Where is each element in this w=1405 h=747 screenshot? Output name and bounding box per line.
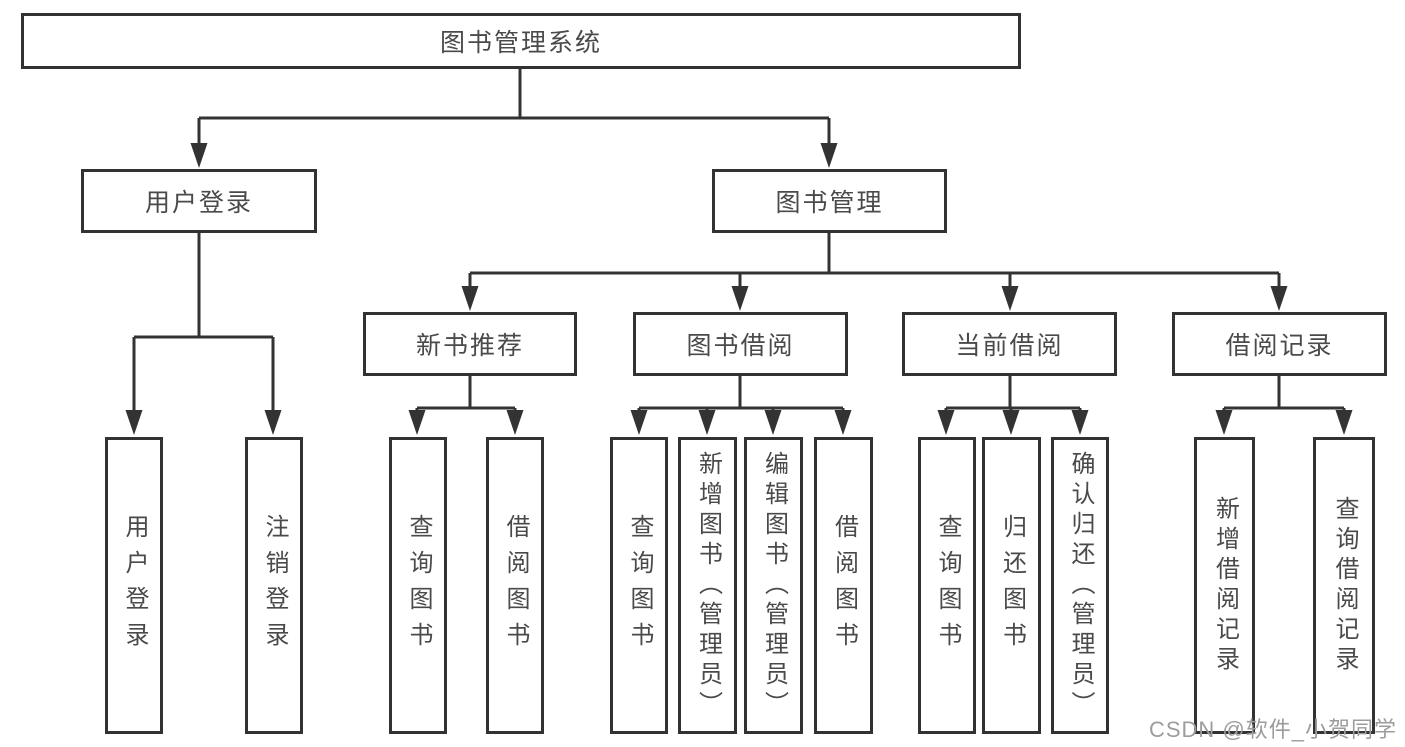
leaf-user-login: 用户登录 — [105, 437, 163, 734]
node-borrow-records: 借阅记录 — [1172, 312, 1387, 376]
connector-line — [468, 233, 1281, 287]
node-book-management: 图书管理 — [712, 169, 947, 233]
node-book-borrow-label: 图书借阅 — [686, 332, 795, 360]
connector-borrow-records — [1215, 376, 1353, 435]
leaf-borrow-books-recommend: 借阅图书 — [486, 437, 544, 734]
arrowhead — [1001, 286, 1019, 311]
leaf-return-book-label: 归还图书 — [998, 513, 1026, 658]
arrowhead — [698, 410, 716, 435]
leaf-borrow-books-recommend-label: 借阅图书 — [502, 513, 529, 658]
leaf-query-books-current-label: 查询图书 — [934, 513, 961, 658]
arrowhead — [630, 410, 648, 435]
arrowhead — [1270, 286, 1288, 311]
arrowhead — [264, 410, 282, 435]
leaf-logout-label: 注销登录 — [261, 513, 288, 658]
node-root-label: 图书管理系统 — [439, 29, 602, 57]
leaf-borrow-books: 借阅图书 — [814, 437, 873, 734]
leaf-return-book: 归还图书 — [982, 437, 1041, 734]
leaf-query-books-recommend: 查询图书 — [389, 437, 447, 734]
arrowhead — [190, 143, 208, 168]
csdn-watermark: CSDN @软件_小贺同学 — [1148, 717, 1397, 742]
node-user-login: 用户登录 — [81, 169, 317, 233]
connector-root — [190, 69, 838, 168]
leaf-confirm-return-admin: 确认归还（管理员） — [1051, 437, 1109, 734]
leaf-query-books-borrow: 查询图书 — [610, 437, 668, 734]
arrowhead — [834, 410, 852, 435]
leaf-confirm-return-admin-label: 确认归还（管理员） — [1067, 450, 1094, 721]
connector-book-borrow — [630, 376, 852, 435]
arrowhead — [1335, 410, 1353, 435]
leaf-query-books-current: 查询图书 — [918, 437, 976, 734]
leaf-add-book-admin: 新增图书（管理员） — [678, 437, 737, 734]
leaf-add-book-admin-label: 新增图书（管理员） — [694, 450, 722, 721]
connector-line — [132, 233, 275, 411]
leaf-logout: 注销登录 — [245, 437, 303, 734]
connector-user-login — [125, 233, 282, 435]
connector-new-book-recommend — [408, 376, 524, 435]
connector-line — [415, 376, 517, 411]
arrowhead — [461, 286, 479, 311]
node-book-borrow: 图书借阅 — [633, 312, 848, 376]
arrowhead — [937, 410, 955, 435]
node-borrow-records-label: 借阅记录 — [1225, 332, 1334, 360]
leaf-query-books-recommend-label: 查询图书 — [405, 513, 432, 658]
node-new-book-recommend: 新书推荐 — [363, 312, 577, 376]
leaf-add-borrow-record-label: 新增借阅记录 — [1211, 495, 1239, 676]
leaf-add-borrow-record: 新增借阅记录 — [1194, 437, 1255, 734]
leaf-query-borrow-record-label: 查询借阅记录 — [1331, 495, 1358, 676]
arrowhead — [764, 410, 782, 435]
leaf-user-login-label: 用户登录 — [121, 513, 148, 658]
connector-line — [637, 376, 845, 411]
node-new-book-recommend-label: 新书推荐 — [415, 332, 524, 360]
arrowhead — [1002, 410, 1020, 435]
connector-line — [1222, 376, 1346, 411]
arrowhead — [731, 286, 749, 311]
leaf-query-borrow-record: 查询借阅记录 — [1313, 437, 1375, 734]
arrowhead — [820, 143, 838, 168]
arrowhead — [408, 410, 426, 435]
node-current-borrow-label: 当前借阅 — [955, 332, 1064, 360]
node-root: 图书管理系统 — [21, 13, 1021, 69]
leaf-query-books-borrow-label: 查询图书 — [626, 513, 653, 658]
arrowhead — [506, 410, 524, 435]
arrowhead — [1071, 410, 1089, 435]
node-current-borrow: 当前借阅 — [902, 312, 1117, 376]
node-user-login-label: 用户登录 — [144, 189, 253, 217]
leaf-edit-book-admin: 编辑图书（管理员） — [744, 437, 803, 734]
arrowhead — [1215, 410, 1233, 435]
connector-line — [197, 69, 831, 144]
connector-current-borrow — [937, 376, 1089, 435]
leaf-borrow-books-label: 借阅图书 — [830, 513, 858, 658]
connector-line — [944, 376, 1082, 411]
arrowhead — [125, 410, 143, 435]
node-book-management-label: 图书管理 — [775, 189, 884, 217]
leaf-edit-book-admin-label: 编辑图书（管理员） — [760, 450, 788, 721]
connector-book-management — [461, 233, 1288, 311]
